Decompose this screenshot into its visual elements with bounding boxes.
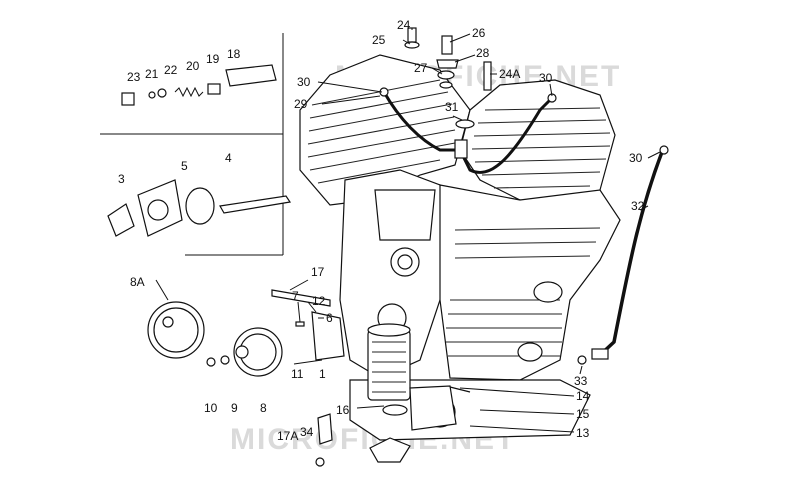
label-13: 13 [576, 426, 590, 440]
leader-lines [155, 28, 661, 433]
inset-frame [100, 33, 284, 256]
label-20: 20 [186, 59, 200, 73]
label-32: 32 [631, 199, 645, 213]
label-24a: 24A [499, 67, 520, 81]
label-8a: 8A [130, 275, 145, 289]
oil-filter [367, 323, 411, 416]
label-1: 1 [319, 367, 326, 381]
label-34: 34 [300, 425, 314, 439]
relief-valve-parts [121, 64, 277, 106]
label-24: 24 [397, 18, 411, 32]
label-14: 14 [576, 389, 590, 403]
label-10: 10 [204, 401, 218, 415]
label-12: 12 [312, 294, 326, 308]
label-23: 23 [127, 70, 141, 84]
oil-hose [577, 145, 669, 365]
label-21: 21 [145, 67, 159, 81]
label-4: 4 [225, 151, 232, 165]
label-3: 3 [118, 172, 125, 186]
label-15: 15 [576, 407, 590, 421]
label-30-right: 30 [539, 71, 553, 85]
oil-pump-parts [107, 179, 292, 237]
engine-block [299, 54, 621, 463]
label-6: 6 [326, 311, 333, 325]
label-17a: 17A [277, 429, 298, 443]
label-19: 19 [206, 52, 220, 66]
label-5: 5 [181, 159, 188, 173]
label-28: 28 [476, 46, 490, 60]
sensor-parts [404, 27, 492, 91]
label-7: 7 [292, 289, 299, 303]
oil-pipe-assembly [379, 87, 557, 174]
label-31: 31 [445, 100, 459, 114]
label-18: 18 [227, 47, 241, 61]
label-29: 29 [294, 97, 308, 111]
label-8: 8 [260, 401, 267, 415]
label-25: 25 [372, 33, 386, 47]
label-33: 33 [574, 374, 588, 388]
label-30-hose: 30 [629, 151, 643, 165]
label-17: 17 [311, 265, 325, 279]
label-9: 9 [231, 401, 238, 415]
label-22: 22 [164, 63, 178, 77]
label-26: 26 [472, 26, 486, 40]
part-labels: 24 25 26 28 27 24A 30 30 29 31 30 32 23 … [118, 18, 645, 443]
label-11: 11 [291, 367, 304, 381]
label-27: 27 [414, 61, 428, 75]
label-30-left: 30 [297, 75, 311, 89]
label-16: 16 [336, 403, 350, 417]
